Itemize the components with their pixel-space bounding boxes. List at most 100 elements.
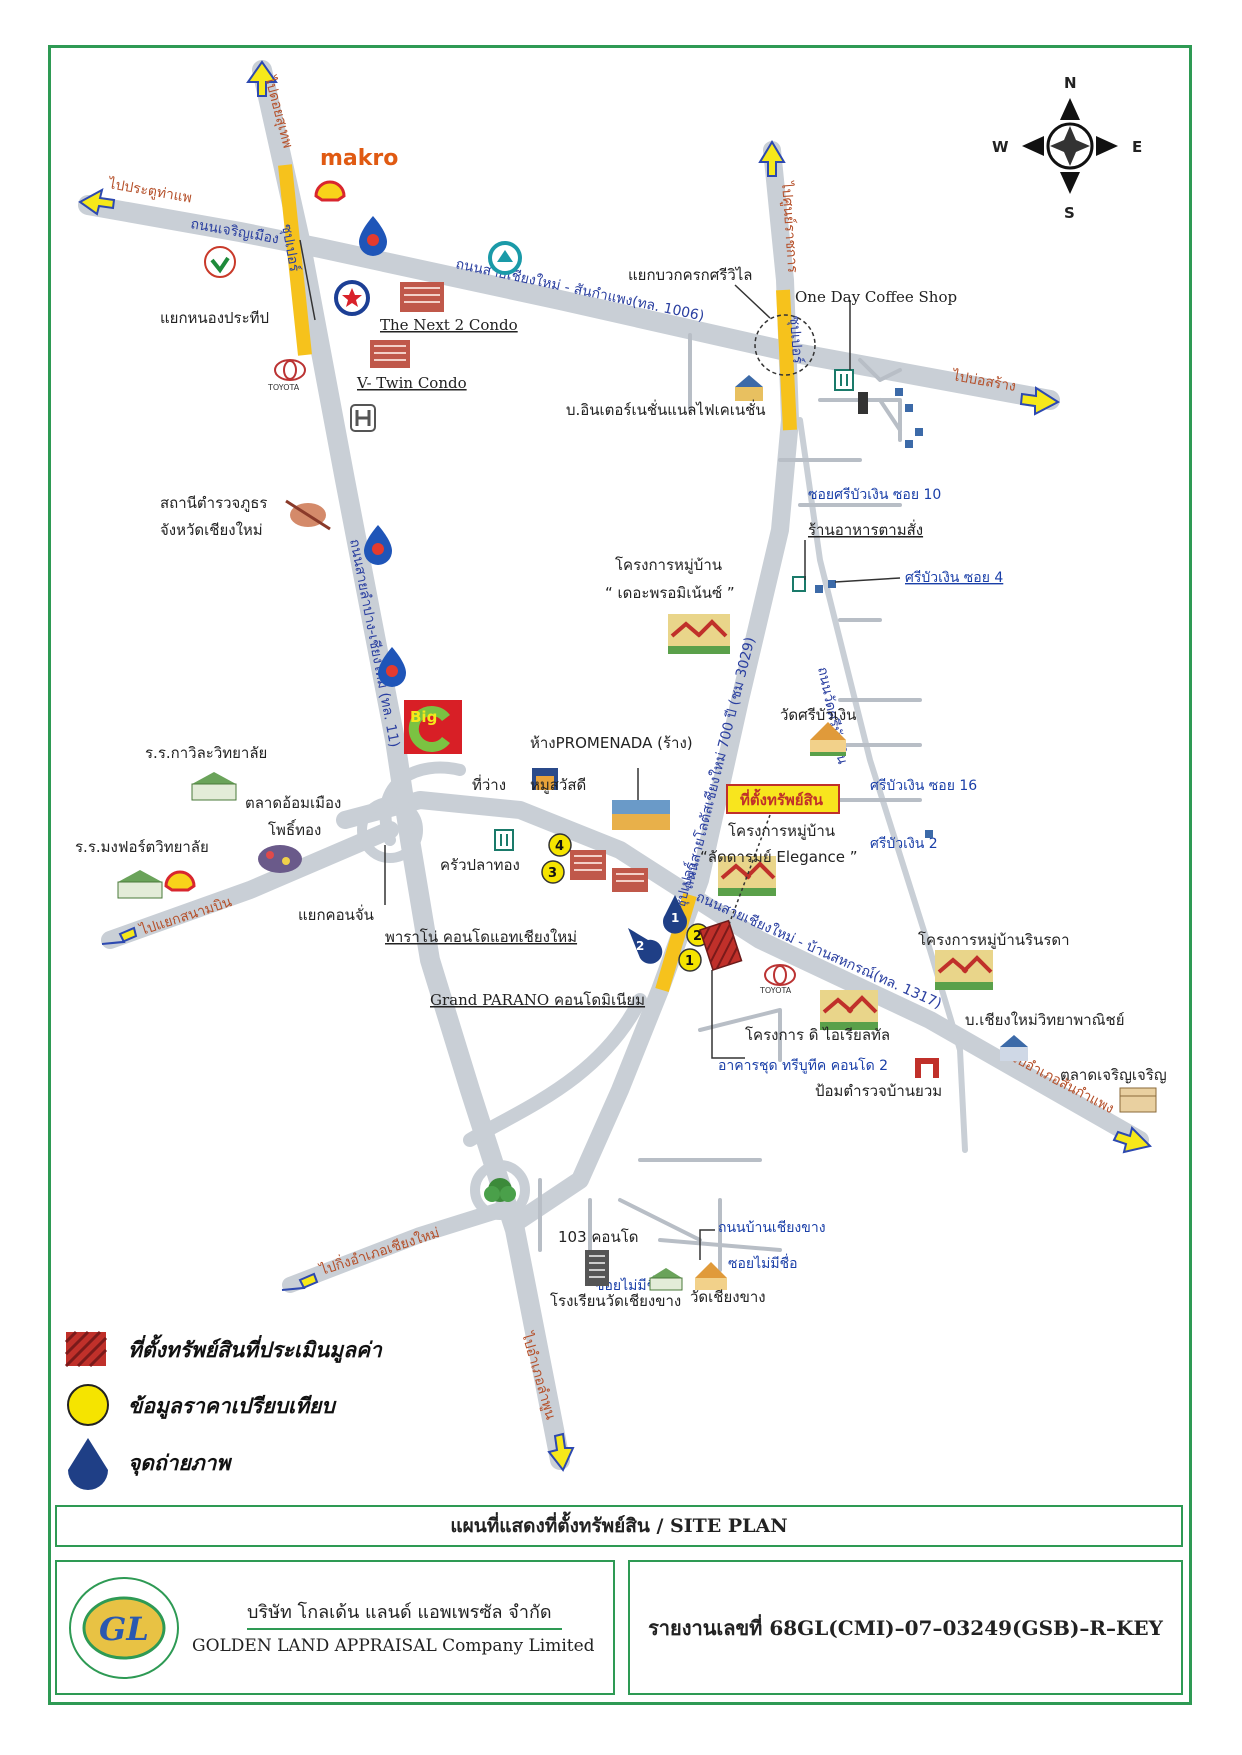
- leader-soi4: [834, 577, 901, 583]
- roads: [78, 60, 1149, 1470]
- arrow-south-bottom: [547, 1432, 575, 1472]
- leader-sriwilai: [734, 284, 771, 319]
- legend-property-text: ที่ตั้งทรัพย์สินที่ประเมินมูลค่า: [128, 1334, 383, 1363]
- photo-point-1[interactable]: 1: [663, 895, 687, 934]
- arrow-north-left: [246, 60, 278, 97]
- label-restaurant: ร้านอาหารตามสั่ง: [808, 519, 923, 539]
- toyota-icon: [764, 964, 796, 986]
- market-icon: [1119, 1087, 1157, 1113]
- label-kon-jan: แยกคอนจั่น: [298, 904, 374, 924]
- direction-arrows: [78, 60, 1152, 1472]
- label-oneday: One Day Coffee Shop: [795, 288, 957, 306]
- label-cm-business: บ.เชียงใหม่วิทยาพาณิชย์: [965, 1011, 1125, 1029]
- school-icon: [117, 870, 163, 899]
- label-charoen-market: ตลาดเจริญเจริญ: [1060, 1066, 1167, 1084]
- compass: N S E W: [992, 74, 1142, 222]
- site-map: N S E W ไปดอยสุเทพ ไปประตูท่าแพ ไปศูนย์ร…: [64, 60, 1167, 1490]
- property-tag-box: [726, 784, 840, 814]
- soi-small: [538, 333, 922, 1282]
- condo-building-icon: [370, 340, 410, 368]
- company-name-english: GOLDEN LAND APPRAISAL Company Limited: [192, 1636, 595, 1656]
- soi-label-1: ซอยศรีบัวเงิน ซอย 10: [808, 487, 941, 503]
- comparison-marker-3[interactable]: 3: [541, 860, 565, 884]
- label-sriwilai: แยกบวกครกศรีวิไล: [628, 266, 752, 284]
- report-number: รายงานเลขที่ 68GL(CMI)–07–03249(GSB)–R–K…: [628, 1560, 1183, 1695]
- compass-s: S: [1064, 204, 1075, 222]
- label-next2: The Next 2 Condo: [380, 316, 518, 334]
- comparison-marker-3-label: 3: [548, 866, 557, 881]
- toyota-label: TOYOTA: [267, 383, 300, 392]
- sriwilai-intersection-circle: [754, 314, 816, 376]
- leader-ban-chiangkhang: [699, 1229, 715, 1260]
- road-label-charoen-muang: ถนนเจริญเมือง: [189, 216, 280, 247]
- label-muang-market-2: โพธิ์ทอง: [268, 819, 321, 839]
- compass-n: N: [1064, 74, 1077, 92]
- road-label-ban: ถนนบ้านเชียงขาง: [718, 1220, 826, 1236]
- legend-photo-text: จุดถ่ายภาพ: [128, 1451, 232, 1476]
- compass-arrow-s: [1060, 172, 1080, 194]
- label-kawila: ร.ร.กาวิละวิทยาลัย: [145, 744, 267, 762]
- ptt-icon: [359, 216, 387, 256]
- police-station-icon: [285, 499, 331, 531]
- comparison-marker-1[interactable]: 1: [678, 948, 702, 972]
- arrow-east-upper: [1019, 386, 1060, 416]
- soi-label-3: ศรีบัวเงิน 2: [870, 836, 938, 852]
- label-muang-market-1: ตลาดอ้อมเมือง: [245, 794, 341, 812]
- company-logo: GL: [69, 1577, 179, 1679]
- label-moo-sawadee: หมูสวัสดี: [530, 776, 586, 794]
- label-promenada: ห้างPROMENADA (ร้าง): [530, 734, 693, 752]
- arrow-west-mid: [101, 926, 138, 945]
- tree-icon: [484, 1178, 516, 1202]
- school-icon: [191, 772, 237, 801]
- leader-lines: [299, 239, 901, 1260]
- compass-w: W: [992, 138, 1009, 156]
- property-tag-text: ที่ตั้งทรัพย์สิน: [740, 788, 824, 809]
- condo-building-icon: [612, 868, 648, 892]
- comparison-marker-4-label: 4: [555, 839, 564, 854]
- road-loop: [379, 761, 466, 846]
- property-parcel[interactable]: [699, 919, 743, 971]
- roundabout-konjan: [357, 797, 423, 863]
- label-vacant: ที่ว่าง: [472, 774, 506, 794]
- label-ladda-1: โครงการหมู่บ้าน: [728, 822, 835, 840]
- label-wat-chiangkhang: วัดเชียงขาง: [690, 1288, 766, 1306]
- photo-point-2[interactable]: 2: [628, 928, 663, 964]
- photo-point-2-label: 2: [636, 939, 644, 953]
- office-icon: [735, 375, 763, 401]
- dir-left-lower: ไปกิ่งอำเภอเชียงใหม่: [317, 1223, 442, 1279]
- restaurant-icon: [834, 369, 854, 391]
- office-icon: [1000, 1035, 1028, 1061]
- house-cluster-icon: [815, 388, 933, 838]
- big-c-logo: Big: [404, 700, 462, 754]
- comparison-marker-4[interactable]: 4: [548, 833, 572, 857]
- road-label-hw11: ถนนสายลำปาง-เชียงใหม่ (ทล. 11): [346, 538, 403, 749]
- toyota-icon: [274, 359, 306, 381]
- label-soi4: ศรีบัวเงิน ซอย 4: [905, 570, 1003, 586]
- label-tribute: อาคารชุด ทรีบูทีค คอนโด 2: [718, 1057, 888, 1074]
- label-prominence-2: “ เดอะพรอมิเน้นซ์ ”: [605, 584, 735, 602]
- bangchak-icon: [488, 241, 522, 275]
- kasikorn-bank-icon: [204, 246, 236, 278]
- label-nong-prathip: แยกหนองประทีป: [160, 309, 269, 327]
- label-police-box: ป้อมตำรวจบ้านยวม: [815, 1082, 942, 1100]
- label-vtwin: V- Twin Condo: [356, 374, 467, 392]
- leader-tribute: [711, 970, 745, 1059]
- legend-comparison-swatch: [67, 1384, 109, 1426]
- restaurant-icon: [792, 576, 806, 592]
- arrow-east-lower: [1112, 1126, 1152, 1154]
- highlight-superhighway-3: [655, 893, 697, 992]
- label-krua-pla-thong: ครัวปลาทอง: [440, 856, 520, 874]
- shell-icon: [164, 870, 196, 892]
- arrow-west-lower: [281, 1272, 319, 1291]
- map-frame: [48, 45, 1192, 1705]
- school-icon: [649, 1268, 683, 1291]
- compass-arrow-e: [1096, 136, 1118, 156]
- company-box: GL บริษัท โกลเด้น แลนด์ แอพเพรซัล จำกัด …: [55, 1560, 615, 1695]
- road-1317: [336, 791, 1149, 1149]
- compass-arrow-w: [1022, 136, 1044, 156]
- mall-icon: [612, 800, 670, 830]
- arrow-west-upper: [78, 188, 116, 216]
- big-c-text: Big: [410, 708, 437, 726]
- label-prominence-1: โครงการหมู่บ้าน: [615, 556, 722, 574]
- company-divider: [247, 1628, 562, 1630]
